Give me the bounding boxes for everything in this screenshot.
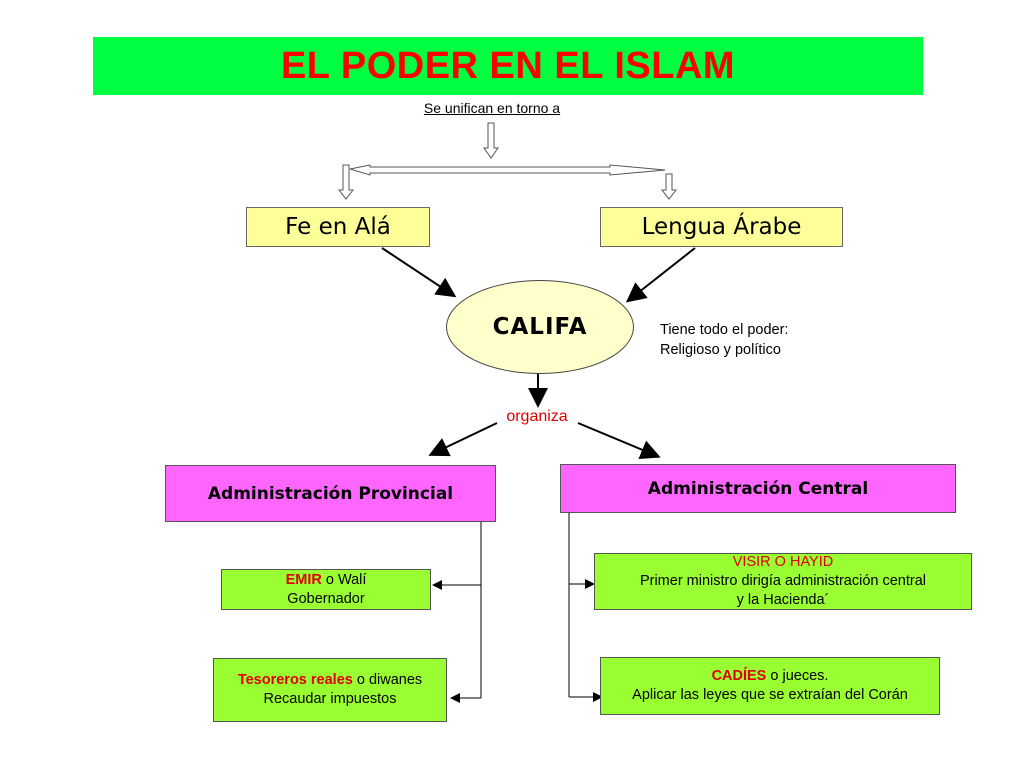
organiza-label: organiza	[506, 408, 568, 425]
visir-suffix: O HAYID	[770, 554, 834, 570]
califa-note: Tiene todo el poder: Religioso y polític…	[660, 320, 860, 360]
tesoreros-box: Tesoreros reales o diwanes Recaudar impu…	[213, 658, 447, 722]
title-banner: EL PODER EN EL ISLAM	[93, 37, 923, 95]
tesoreros-line1: Tesoreros reales o diwanes	[238, 671, 422, 690]
organiza-to-central-arrow	[577, 422, 661, 460]
admin-provincial-header: Administración Provincial	[165, 465, 496, 522]
tesoreros-line2: Recaudar impuestos	[263, 691, 397, 707]
visir-line3: y la Hacienda´	[736, 592, 830, 608]
fe-to-califa-arrow	[381, 247, 457, 298]
right-pillar-arrow	[660, 173, 678, 200]
pillar-fe-label: Fe en Alá	[285, 214, 391, 240]
emir-title: EMIR	[285, 571, 322, 588]
cadies-line2: Aplicar las leyes que se extraían del Co…	[632, 687, 908, 703]
organiza-to-provincial-arrow	[428, 422, 498, 457]
left-pillar-arrow	[337, 164, 355, 200]
subtitle-down-arrow	[483, 122, 499, 159]
emir-line1: EMIR o Walí	[286, 571, 367, 590]
cadies-title: CADÍES	[711, 668, 767, 684]
admin-provincial-label: Administración Provincial	[207, 483, 454, 504]
central-branch-lines	[568, 513, 603, 702]
admin-central-label: Administración Central	[647, 478, 869, 499]
pillar-lengua-arabe: Lengua Árabe	[600, 207, 843, 247]
emir-suffix: o Walí	[321, 571, 367, 588]
subtitle-label: Se unifican en torno a	[423, 100, 561, 116]
lengua-to-califa-arrow	[625, 247, 696, 303]
pillar-lengua-label: Lengua Árabe	[641, 214, 802, 240]
califa-label: CALIFA	[492, 314, 588, 340]
emir-line2: Gobernador	[287, 590, 365, 607]
cadies-box: CADÍES o jueces. Aplicar las leyes que s…	[600, 657, 940, 715]
califa-node: CALIFA	[446, 280, 634, 374]
cadies-suffix: o jueces.	[766, 668, 829, 684]
visir-title: VISIR	[732, 554, 771, 570]
visir-line1: VISIR O HAYID	[733, 553, 833, 572]
tesoreros-suffix: o diwanes	[352, 672, 423, 688]
tesoreros-title: Tesoreros reales	[237, 672, 353, 688]
cadies-line1: CADÍES o jueces.	[712, 667, 829, 686]
page-title: EL PODER EN EL ISLAM	[280, 44, 736, 87]
visir-box: VISIR O HAYID Primer ministro dirigía ad…	[594, 553, 972, 610]
visir-line2: Primer ministro dirigía administración c…	[639, 573, 927, 589]
provincial-branch-lines	[432, 522, 482, 703]
emir-box: EMIR o Walí Gobernador	[221, 569, 431, 610]
pillar-fe-en-ala: Fe en Alá	[246, 207, 430, 247]
califa-note-line1: Tiene todo el poder:	[660, 322, 789, 338]
branch-double-arrow	[349, 164, 666, 176]
califa-note-line2: Religioso y político	[660, 342, 781, 358]
admin-central-header: Administración Central	[560, 464, 956, 513]
